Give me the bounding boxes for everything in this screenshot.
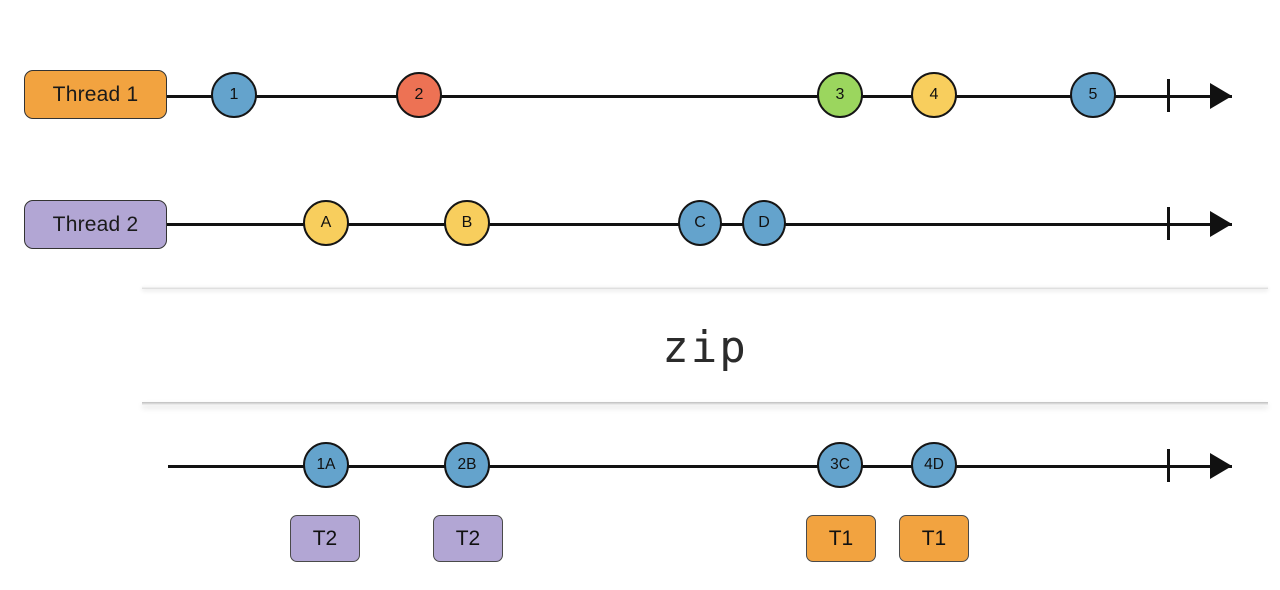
result-event-1a-label: 1A	[316, 456, 336, 474]
result-event-3c-label: 3C	[830, 456, 850, 474]
result-tag-1a: T2	[290, 515, 360, 562]
thread-2-event-d-label: D	[758, 214, 770, 231]
thread-1-axis-tick	[1167, 79, 1170, 112]
thread-1-label-text: Thread 1	[52, 82, 139, 106]
result-event-2b-label: 2B	[457, 456, 477, 474]
result-event-3c[interactable]: 3C	[817, 442, 863, 488]
thread-2-event-b-label: B	[461, 214, 473, 231]
thread-2-event-b[interactable]: B	[444, 200, 490, 246]
result-tag-4d: T1	[899, 515, 969, 562]
operator-band-bottom-separator	[142, 402, 1268, 405]
thread-2-event-c-label: C	[694, 214, 706, 231]
result-tag-1a-label: T2	[312, 526, 338, 550]
result-event-1a[interactable]: 1A	[303, 442, 349, 488]
result-axis-line	[168, 465, 1232, 468]
thread-1-event-1-label: 1	[229, 86, 239, 103]
thread-2-event-d[interactable]: D	[742, 200, 786, 246]
result-event-4d-label: 4D	[924, 456, 944, 474]
result-axis-tick	[1167, 449, 1170, 482]
result-axis-arrowhead	[1210, 453, 1232, 479]
thread-1-label: Thread 1	[24, 70, 167, 119]
result-event-4d[interactable]: 4D	[911, 442, 957, 488]
thread-2-label: Thread 2	[24, 200, 167, 249]
result-tag-2b-label: T2	[455, 526, 481, 550]
operator-name: zip	[142, 322, 1268, 373]
thread-2-label-text: Thread 2	[52, 212, 139, 236]
thread-2-event-c[interactable]: C	[678, 200, 722, 246]
thread-1-event-2-label: 2	[414, 86, 424, 103]
thread-2-event-a-label: A	[320, 214, 332, 231]
result-tag-2b: T2	[433, 515, 503, 562]
result-tag-3c: T1	[806, 515, 876, 562]
thread-2-axis-tick	[1167, 207, 1170, 240]
operator-name-text: zip	[662, 322, 748, 373]
thread-1-event-5-label: 5	[1088, 86, 1098, 103]
thread-1-event-4[interactable]: 4	[911, 72, 957, 118]
result-tag-4d-label: T1	[921, 526, 947, 550]
operator-band-top-separator	[142, 286, 1268, 289]
thread-1-event-1[interactable]: 1	[211, 72, 257, 118]
thread-2-axis-arrowhead	[1210, 211, 1232, 237]
thread-2-event-a[interactable]: A	[303, 200, 349, 246]
thread-1-axis-arrowhead	[1210, 83, 1232, 109]
result-tag-3c-label: T1	[828, 526, 854, 550]
thread-1-event-3-label: 3	[835, 86, 845, 103]
result-event-2b[interactable]: 2B	[444, 442, 490, 488]
thread-1-event-5[interactable]: 5	[1070, 72, 1116, 118]
thread-1-axis-line	[167, 95, 1232, 98]
thread-1-event-3[interactable]: 3	[817, 72, 863, 118]
thread-1-event-4-label: 4	[929, 86, 939, 103]
thread-1-event-2[interactable]: 2	[396, 72, 442, 118]
